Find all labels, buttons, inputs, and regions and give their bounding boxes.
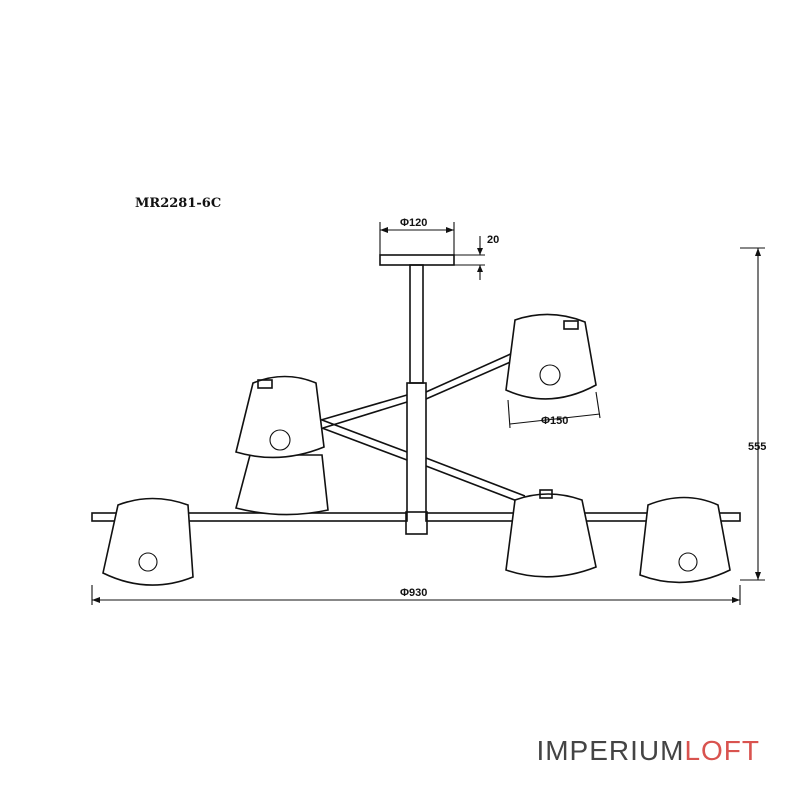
lamp-shade-back-left <box>235 454 329 516</box>
canopy-height-dimension: 20 <box>454 234 499 280</box>
lamp-shade-lower-middle-right <box>505 489 597 578</box>
overall-height-dimension: 555 <box>740 247 766 581</box>
lamp-shade-lower-left <box>102 497 194 586</box>
shade-diameter-dimension: Φ150 <box>507 391 601 429</box>
lamp-shade-lower-right <box>639 496 731 584</box>
brand-logo: IMPERIUMLOFT <box>536 735 760 767</box>
shade-diameter-label: Φ150 <box>541 415 568 427</box>
lamp-shade-upper-right <box>505 313 597 400</box>
central-stem <box>405 264 428 535</box>
lamp-shade-upper-left <box>235 375 325 459</box>
brand-part-1: IMPERIUM <box>536 735 685 766</box>
model-code: MR2281-6C <box>135 196 221 211</box>
brand-part-2: LOFT <box>684 735 760 766</box>
canopy-diameter-dimension: Φ120 <box>379 217 455 255</box>
overall-diameter-label: Φ930 <box>400 587 427 599</box>
ceiling-canopy <box>379 254 455 266</box>
overall-diameter-dimension: Φ930 <box>91 585 741 605</box>
diagonal-arms <box>320 351 526 505</box>
canopy-diameter-label: Φ120 <box>400 217 427 229</box>
overall-height-label: 555 <box>748 441 766 453</box>
canopy-height-label: 20 <box>487 234 499 246</box>
